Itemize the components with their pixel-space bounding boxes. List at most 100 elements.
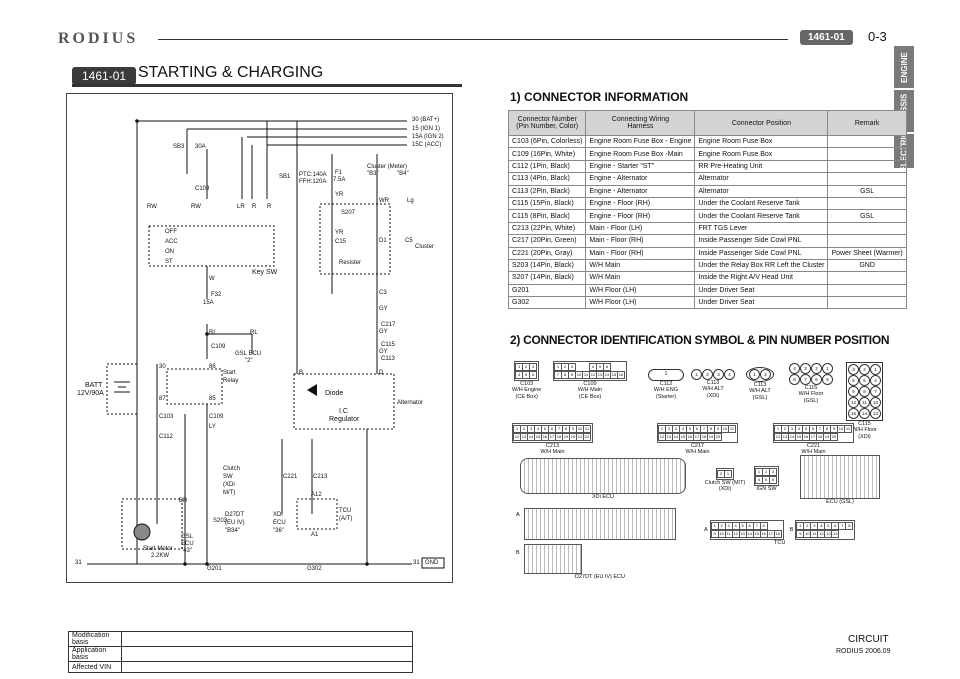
table-row: C115 (8Pin, Black)Engine - Floor (RH)Und… — [507, 209, 907, 223]
label-c115: C115 — [381, 342, 395, 348]
pin-section-title: 2) CONNECTOR IDENTIFICATION SYMBOL & PIN… — [510, 333, 890, 347]
key-on: ON — [165, 249, 174, 255]
label-gsl-ecu2: ECU — [181, 541, 194, 547]
label-ly: LY — [209, 424, 216, 430]
label-clutch-mt: M/T) — [223, 490, 236, 496]
label-ffh: FFH:120A — [299, 179, 327, 185]
label-f32: F32 — [211, 292, 222, 298]
key-st: ST — [165, 259, 173, 265]
label-rl2: RL — [250, 330, 258, 336]
label-31-left: 31 — [75, 560, 82, 566]
label-c109-2: C109 — [211, 344, 226, 350]
cell-position: Inside Passenger Side Cowl PNL — [694, 246, 829, 260]
header-rule — [158, 39, 788, 40]
label-gsl-ecu-pin: "2" — [245, 358, 253, 364]
label-d-terminal: D — [379, 370, 384, 376]
key-off: OFF — [165, 229, 177, 235]
label-f1: F1 — [335, 170, 343, 176]
label-rl: RL — [209, 330, 217, 336]
connector-c112: 1 C112 W/H ENG (Starter) — [648, 369, 684, 400]
cell-position: Alternator — [694, 172, 829, 186]
table-row: C109 (16Pin, White)Engine Room Fuse Box … — [507, 147, 907, 161]
label-gsl-ecu: GSL ECU — [235, 351, 262, 357]
application-basis-label: Application basis — [68, 646, 122, 662]
col-connector-number: Connector Number (Pin Number, Color) — [507, 110, 587, 136]
label-rw: RW — [147, 204, 157, 210]
label-clutch-sw: SW — [223, 474, 233, 480]
cell-connector: G302 — [507, 296, 587, 310]
cell-remark — [827, 196, 907, 211]
label-gnd: GND — [425, 560, 439, 566]
cell-harness: W/H Floor (LH) — [585, 283, 696, 298]
label-xdi-ecu: XDi — [273, 512, 283, 518]
cell-connector: C115 (8Pin, Black) — [507, 209, 587, 223]
cell-connector: G201 — [507, 283, 587, 298]
cell-harness: W/H Floor (LH) — [585, 296, 696, 310]
cell-remark — [827, 271, 907, 285]
section-rule — [72, 84, 462, 87]
label-c221: C221 — [283, 474, 298, 480]
table-row: C112 (1Pin, Black)Engine - Starter "ST"R… — [507, 159, 907, 174]
label-c103: C103 — [159, 414, 174, 420]
label-7-5a: 7.5A — [333, 177, 346, 183]
label-batt: BATT — [85, 382, 103, 389]
modification-basis-label: Modification basis — [68, 631, 122, 647]
cell-connector: S203 (14Pin, Black) — [507, 258, 587, 273]
cell-connector: C221 (20Pin, Gray) — [507, 246, 587, 260]
label-g201: G201 — [207, 566, 222, 572]
ecu-gsl-pins — [800, 455, 880, 499]
cell-remark — [827, 296, 907, 310]
cell-connector: S207 (14Pin, Black) — [507, 271, 587, 285]
label-batt-rating: 12V/90A — [77, 390, 104, 397]
label-diode: Diode — [325, 390, 344, 397]
cell-harness: Engine - Alternator — [585, 184, 696, 198]
label-w: W — [209, 276, 215, 282]
tab-engine[interactable]: ENGINE — [894, 46, 914, 88]
label-ic: I.C — [339, 408, 348, 415]
label-cluster-meter: Cluster (Meter) — [367, 164, 408, 170]
brand-logo: RODIUS — [58, 30, 139, 47]
cell-remark — [827, 283, 907, 298]
label-lr: LR — [237, 204, 245, 210]
cell-harness: Main - Floor (RH) — [585, 234, 696, 248]
cell-remark: GSL — [827, 209, 907, 223]
label-15a: 15A — [203, 300, 214, 306]
cell-harness: Main - Floor (RH) — [585, 246, 696, 260]
cell-position: Engine Room Fuse Box — [694, 134, 829, 149]
cell-position: Under Driver Seat — [694, 296, 829, 310]
footer-circuit: CIRCUIT — [848, 634, 889, 645]
label-wr: WR — [379, 198, 389, 204]
cell-position: Inside the Right A/V Head Unit — [694, 271, 829, 285]
cell-position: Under the Relay Box RR Left the Cluster — [694, 258, 829, 273]
cell-position: FRT TGS Lever — [694, 221, 829, 236]
label-gy3: GY — [379, 349, 388, 355]
cell-connector: C112 (1Pin, Black) — [507, 159, 587, 174]
cell-remark: GSL — [827, 184, 907, 198]
starter-motor-icon — [133, 523, 151, 541]
label-g302: G302 — [307, 566, 322, 572]
table-row: C217 (20Pin, Green)Main - Floor (RH)Insi… — [507, 234, 907, 248]
label-c113: C113 — [381, 356, 395, 362]
table-row: C213 (22Pin, White)Main - Floor (LH)FRT … — [507, 221, 907, 236]
cell-remark — [827, 147, 907, 161]
relay-pin-87: 87 — [159, 396, 166, 402]
label-r1: R — [252, 204, 257, 210]
col-remark: Remark — [827, 110, 907, 136]
cell-remark — [827, 221, 907, 236]
cell-harness: W/H Main — [585, 258, 696, 273]
